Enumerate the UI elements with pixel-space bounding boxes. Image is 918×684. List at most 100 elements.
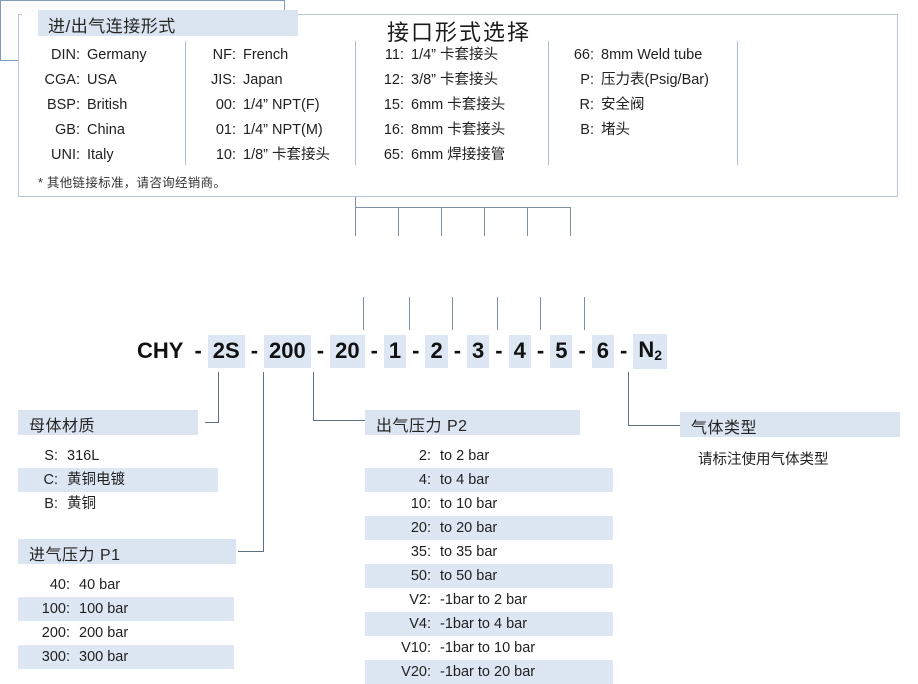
list-item: 35:to 35 bar	[410, 544, 498, 560]
outlet-pressure-title-band: 出气压力 P2	[365, 410, 580, 435]
standards-column: DIN:Germany CGA:USA BSP:British GB:China…	[38, 43, 178, 168]
list-item: P:压力表(Psig/Bar)	[580, 72, 709, 88]
column-divider-2	[355, 41, 356, 165]
list-item: B:堵头	[580, 122, 630, 138]
connector-digit-1	[363, 297, 364, 330]
connector-top-5	[527, 207, 528, 236]
connector-digit-6	[584, 297, 585, 330]
code-segment-material[interactable]: 2S	[207, 334, 245, 368]
list-item: 2:to 2 bar	[418, 448, 490, 464]
interface-type-select-label: 接口形式选择	[386, 19, 531, 45]
connector-p1-v	[263, 372, 264, 552]
list-item: R:安全阀	[579, 97, 645, 113]
connector-digit-5	[540, 297, 541, 330]
list-item: 10:to 10 bar	[410, 496, 498, 512]
code-segment-prefix[interactable]: CHY	[137, 337, 184, 363]
code-separator: -	[453, 338, 462, 363]
connection-type-title-band: 进/出气连接形式	[38, 10, 298, 36]
list-item: 20:to 20 bar	[365, 516, 613, 540]
inlet-pressure-title: 进气压力 P1	[29, 547, 121, 564]
list-item: 15:6mm 卡套接头	[383, 97, 506, 113]
gas-type-title-band: 气体类型	[680, 412, 900, 437]
list-item: 4:to 4 bar	[365, 468, 613, 492]
list-item: NF:French	[212, 47, 289, 63]
code-segment-port-6[interactable]: 6	[591, 334, 615, 368]
connector-p2-v	[313, 372, 314, 421]
list-item: 100:100 bar	[18, 597, 234, 621]
material-title-band: 母体材质	[18, 410, 198, 435]
code-separator: -	[316, 338, 325, 363]
dealer-note: * 其他链接标准，请咨询经销商。	[38, 176, 227, 190]
list-item: 16:8mm 卡套接头	[383, 122, 506, 138]
interface-type-select-box[interactable]: 接口形式选择	[0, 0, 529, 61]
code-separator: -	[370, 338, 378, 363]
connector-p1-h	[238, 551, 264, 552]
connector-material-h	[205, 422, 219, 423]
column-divider-1	[185, 41, 186, 165]
code-segment-port-3[interactable]: 3	[467, 334, 490, 368]
connector-material-v	[218, 372, 219, 423]
connector-top-bus	[355, 207, 571, 208]
connector-gas-h	[628, 425, 680, 426]
outlet-pressure-title: 出气压力 P2	[376, 418, 468, 435]
code-segment-port-2[interactable]: 2	[425, 334, 448, 368]
list-item: C:黄铜电镀	[18, 468, 218, 492]
connection-type-title: 进/出气连接形式	[48, 17, 176, 36]
list-item: JIS:Japan	[211, 72, 283, 88]
connector-digit-3	[452, 297, 453, 330]
list-item: B:黄铜	[44, 496, 96, 512]
connector-gas-v	[628, 372, 629, 426]
code-separator: -	[250, 338, 259, 363]
list-item: 300:300 bar	[18, 645, 234, 669]
part-number-code: CHY - 2S - 200 - 20 - 1 - 2 - 3 - 4 - 5 …	[132, 333, 668, 369]
list-item: 01:1/4” NPT(M)	[215, 122, 323, 138]
code-separator: -	[536, 338, 545, 363]
code-gas-subscript: 2	[654, 346, 663, 363]
list-item: UNI:Italy	[51, 147, 114, 163]
list-item: V4:-1bar to 4 bar	[365, 612, 613, 636]
connector-p2-h	[313, 420, 365, 421]
gas-type-title: 气体类型	[691, 420, 758, 437]
code-gas-base: N	[638, 336, 655, 362]
inlet-pressure-title-band: 进气压力 P1	[18, 539, 236, 564]
column-divider-3	[548, 41, 549, 165]
code-segment-port-5[interactable]: 5	[550, 334, 573, 368]
list-item: V2:-1bar to 2 bar	[409, 592, 528, 608]
list-item: S:316L	[44, 448, 100, 464]
code-segment-port-4[interactable]: 4	[508, 334, 531, 368]
connector-top-6	[570, 207, 571, 236]
list-item: V20:-1bar to 20 bar	[365, 660, 613, 684]
material-list: S:316L C:黄铜电镀 B:黄铜	[18, 444, 218, 516]
list-item: 200:200 bar	[41, 625, 129, 641]
outlet-pressure-list: 2:to 2 bar 4:to 4 bar 10:to 10 bar 20:to…	[365, 444, 613, 684]
panel-left-tick	[22, 14, 44, 15]
list-item: 11:1/4” 卡套接头	[384, 47, 499, 63]
list-item: GB:China	[55, 122, 125, 138]
code-segment-outlet-pressure[interactable]: 20	[330, 334, 365, 368]
list-item: 00:1/4” NPT(F)	[215, 97, 320, 113]
code-segment-gas-type[interactable]: N2	[633, 333, 668, 369]
list-item: 12:3/8” 卡套接头	[383, 72, 499, 88]
threads-column: NF:French JIS:Japan 00:1/4” NPT(F) 01:1/…	[208, 43, 358, 168]
connector-top-3	[441, 207, 442, 236]
connector-top-2	[398, 207, 399, 236]
list-item: 40:40 bar	[49, 577, 121, 593]
connector-top-1	[355, 197, 356, 236]
list-item: V10:-1bar to 10 bar	[401, 640, 536, 656]
code-separator: -	[578, 338, 586, 363]
list-item: 10:1/8” 卡套接头	[215, 147, 331, 163]
code-segment-inlet-pressure[interactable]: 200	[264, 334, 311, 368]
inlet-pressure-list: 40:40 bar 100:100 bar 200:200 bar 300:30…	[18, 573, 234, 669]
connection-type-panel	[18, 14, 898, 197]
connector-top-4	[484, 207, 485, 236]
column-divider-4	[737, 41, 738, 165]
compression-fittings-column: 11:1/4” 卡套接头 12:3/8” 卡套接头 15:6mm 卡套接头 16…	[378, 43, 548, 168]
code-segment-port-1[interactable]: 1	[383, 334, 407, 368]
code-separator: -	[495, 338, 503, 363]
list-item: 66:8mm Weld tube	[573, 47, 703, 63]
code-separator: -	[412, 338, 420, 363]
list-item: BSP:British	[46, 97, 128, 113]
gas-type-note: 请标注使用气体类型	[698, 452, 829, 468]
connector-digit-4	[497, 297, 498, 330]
list-item: DIN:Germany	[51, 47, 147, 63]
